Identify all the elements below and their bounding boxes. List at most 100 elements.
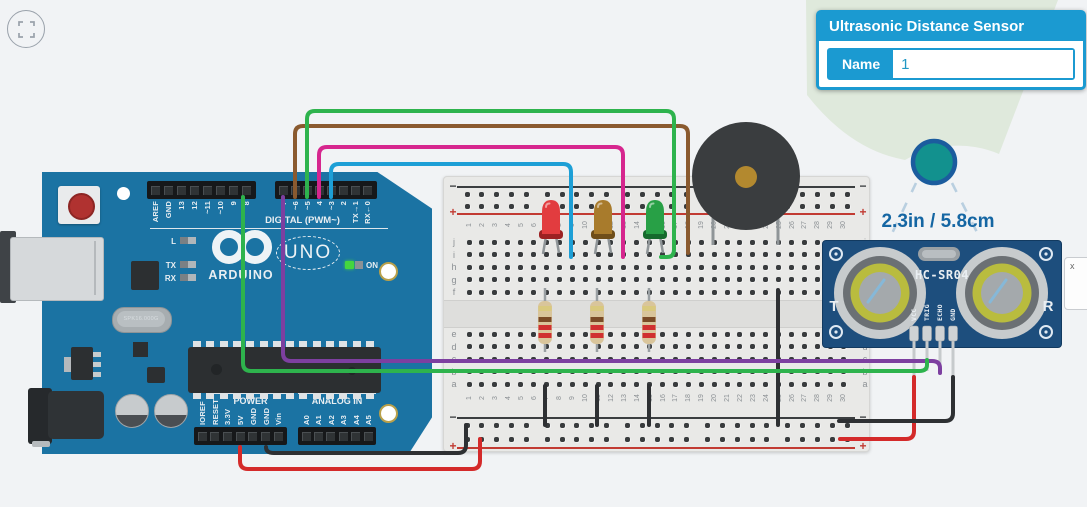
- breadboard-hole: [543, 277, 549, 282]
- wire-5v-to-plus-rail[interactable]: [238, 437, 482, 471]
- breadboard-hole: [589, 436, 595, 442]
- pin-socket-GND[interactable]: [248, 431, 258, 441]
- name-input[interactable]: [893, 50, 1073, 78]
- pin-socket-AREF[interactable]: [150, 185, 160, 195]
- wire-minus-rail-to-gnd[interactable]: [837, 375, 955, 423]
- piezo-buzzer[interactable]: [688, 118, 808, 250]
- pin-socket-Vin[interactable]: [273, 431, 283, 441]
- pin-socket-A4[interactable]: [351, 431, 361, 441]
- pin-socket-~11[interactable]: [202, 185, 212, 195]
- breadboard-hole: [582, 331, 588, 337]
- breadboard-hole: [789, 239, 794, 245]
- breadboard-hole: [479, 191, 485, 197]
- breadboard-hole: [508, 191, 514, 197]
- chip-leg: [339, 393, 348, 399]
- distance-target-ball[interactable]: [910, 138, 958, 186]
- pin-socket-12[interactable]: [189, 185, 199, 195]
- chip-leg: [326, 393, 334, 399]
- pin-socket-RESET[interactable]: [210, 431, 220, 441]
- breadboard-hole: [800, 191, 806, 197]
- pin-socket-A2[interactable]: [326, 431, 336, 441]
- chip-leg: [339, 341, 348, 347]
- breadboard-hole: [750, 381, 756, 387]
- breadboard-hole: [595, 264, 601, 270]
- breadboard-hole: [621, 381, 627, 387]
- breadboard-hole: [724, 239, 730, 245]
- pin-socket-9[interactable]: [228, 185, 238, 195]
- breadboard-hole: [763, 331, 769, 337]
- capacitor: [115, 394, 149, 428]
- breadboard-hole: [685, 289, 691, 295]
- rail-line: [457, 447, 855, 449]
- pin-socket-GND[interactable]: [163, 185, 173, 195]
- wire-d9-trig-green[interactable]: [241, 195, 929, 373]
- pin-socket-TX→1[interactable]: [350, 185, 360, 195]
- breadboard-hole: [737, 344, 743, 349]
- breadboard-hole: [763, 289, 769, 295]
- pin-socket-8[interactable]: [241, 185, 251, 195]
- wire-d5-green[interactable]: [305, 109, 676, 259]
- sensor-pin-pad[interactable]: [909, 325, 919, 342]
- sensor-pin-pad[interactable]: [922, 325, 932, 342]
- rail-polarity-label: −: [449, 410, 457, 424]
- wire-gnd-to-minus-rail[interactable]: [264, 423, 468, 455]
- breadboard-hole: [698, 344, 704, 349]
- breadboard-hole: [531, 252, 536, 257]
- reset-button-cap[interactable]: [68, 193, 95, 220]
- resistor-band: [590, 333, 604, 338]
- sensor-pin-pad[interactable]: [948, 325, 958, 342]
- row-letter: a: [862, 379, 868, 389]
- red-led[interactable]: [536, 194, 566, 256]
- pin-socket-3.3V[interactable]: [222, 431, 232, 441]
- resistor-band: [590, 317, 604, 322]
- clipped-side-box[interactable]: x: [1064, 257, 1087, 310]
- pin-socket-2[interactable]: [338, 185, 348, 195]
- resistor-220ohm[interactable]: [537, 288, 553, 354]
- led-highlight: [545, 202, 551, 208]
- breadboard-hole: [734, 422, 740, 428]
- wire-d3-blue[interactable]: [329, 162, 573, 259]
- breadboard-hole: [518, 264, 524, 270]
- sensor-pin-pad[interactable]: [935, 325, 945, 342]
- wire-d6-brown[interactable]: [293, 124, 690, 255]
- pin-socket-A5[interactable]: [363, 431, 373, 441]
- chip-leg: [272, 393, 281, 399]
- breadboard-hole: [531, 277, 536, 282]
- breadboard-hole: [800, 422, 806, 428]
- breadboard-hole: [543, 252, 549, 257]
- breadboard-hole: [518, 239, 524, 245]
- pin-socket-A3[interactable]: [338, 431, 348, 441]
- yellow-led[interactable]: [588, 194, 618, 256]
- wire-d4-magenta[interactable]: [317, 145, 625, 259]
- resistor-220ohm[interactable]: [641, 288, 657, 354]
- breadboard-hole: [621, 264, 627, 270]
- breadboard-hole: [672, 289, 678, 295]
- wire-plus-rail-to-vcc[interactable]: [838, 375, 916, 441]
- pin-socket-A1[interactable]: [313, 431, 323, 441]
- resistor-220ohm[interactable]: [589, 288, 605, 354]
- led-dome: [594, 200, 612, 234]
- wire-d7-echo-purple[interactable]: [281, 195, 942, 375]
- pin-socket-5V[interactable]: [235, 431, 245, 441]
- pin-socket-~10[interactable]: [215, 185, 225, 195]
- breadboard-hole: [505, 264, 511, 270]
- green-led[interactable]: [640, 194, 670, 256]
- fit-view-button[interactable]: [7, 10, 45, 48]
- breadboard-hole: [608, 239, 614, 245]
- pin-socket-A0[interactable]: [301, 431, 311, 441]
- status-led-label: RX: [164, 274, 176, 283]
- pin-socket-RX←0[interactable]: [362, 185, 372, 195]
- breadboard-hole: [466, 239, 472, 245]
- breadboard-hole: [698, 289, 704, 295]
- breadboard-hole: [705, 436, 711, 442]
- pin-socket-7[interactable]: [278, 185, 288, 195]
- breadboard-hole: [801, 277, 807, 282]
- breadboard-hole: [639, 422, 645, 428]
- breadboard-hole: [603, 191, 609, 197]
- pin-socket-13[interactable]: [176, 185, 186, 195]
- pin-socket-GND[interactable]: [261, 431, 270, 441]
- pin-socket-IOREF[interactable]: [197, 431, 207, 441]
